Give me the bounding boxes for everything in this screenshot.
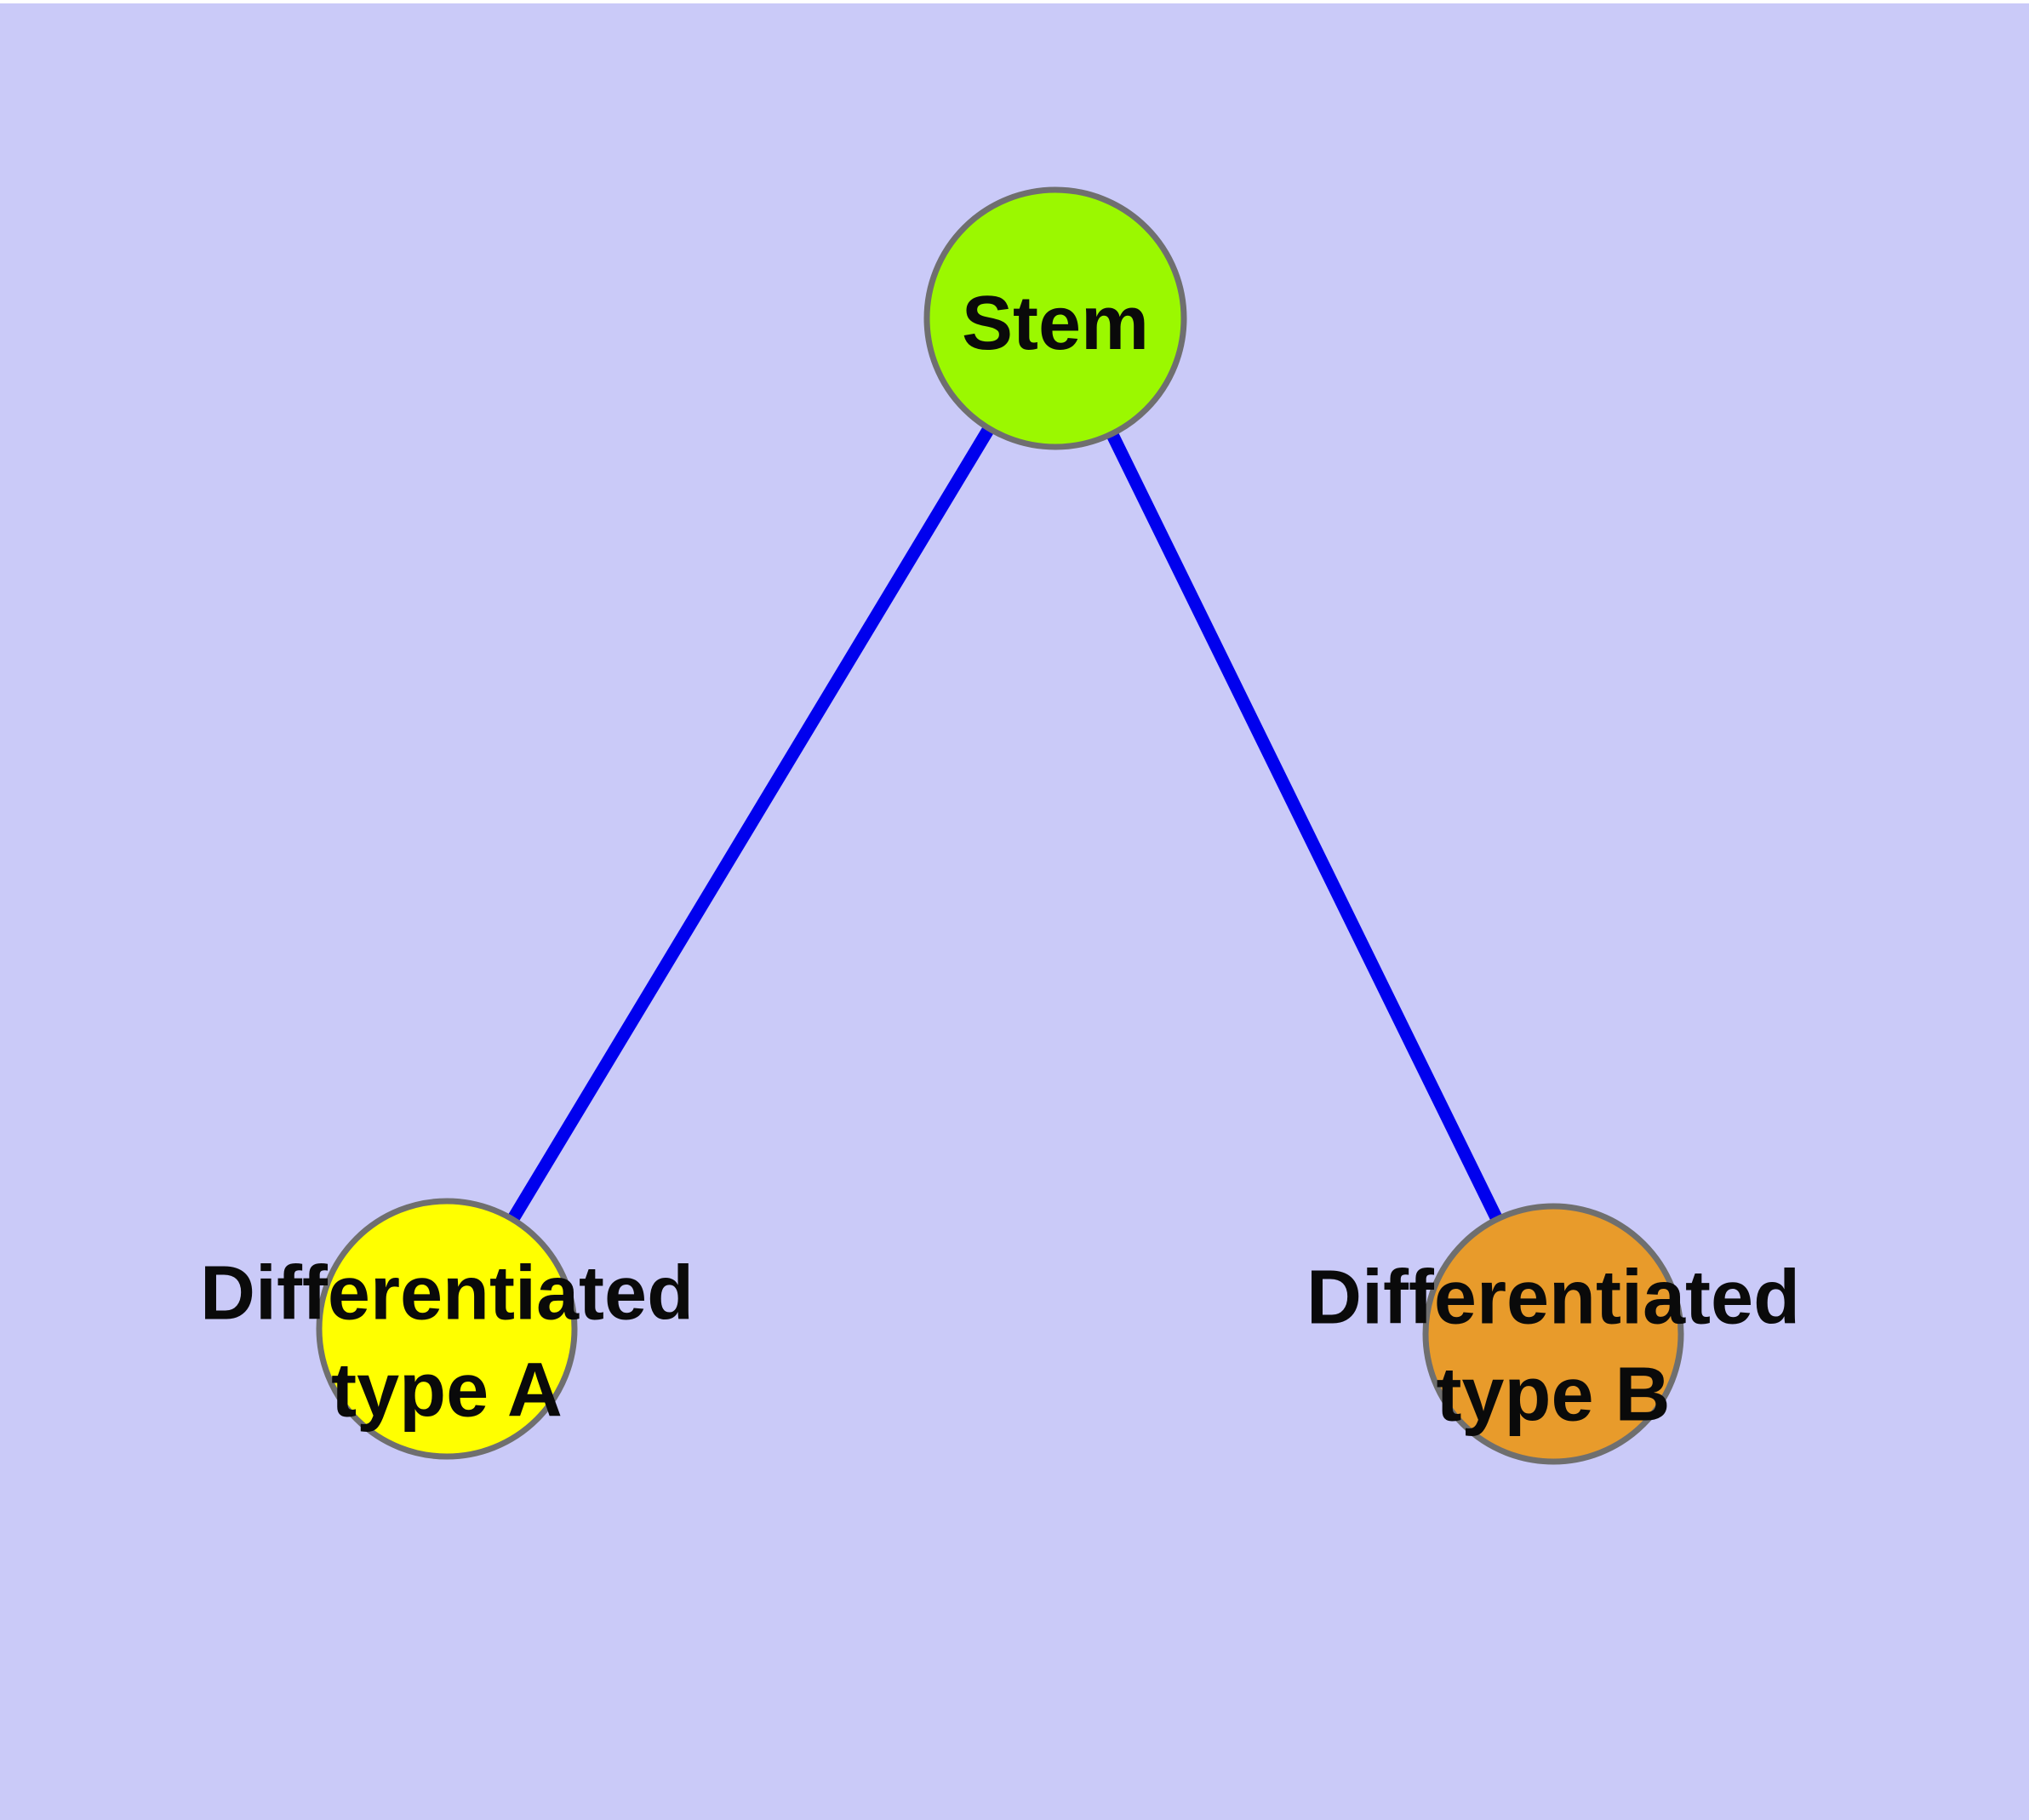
- type-b-node-circle: [1422, 1203, 1684, 1465]
- stem-node-label: Stem: [961, 280, 1150, 366]
- edge-stem-to-type-b: [1049, 315, 1559, 1337]
- type-a-node-circle: [316, 1198, 578, 1460]
- graph-canvas: Stem Differentiated type A Differentiate…: [0, 3, 2029, 1820]
- stem-node-circle: [923, 186, 1187, 450]
- edge-stem-to-type-a: [441, 315, 1061, 1332]
- type-a-node-label: Differentiated type A: [199, 1251, 694, 1434]
- type-b-node-label: Differentiated type B: [1306, 1255, 1801, 1438]
- graph-svg: [316, 186, 1684, 1465]
